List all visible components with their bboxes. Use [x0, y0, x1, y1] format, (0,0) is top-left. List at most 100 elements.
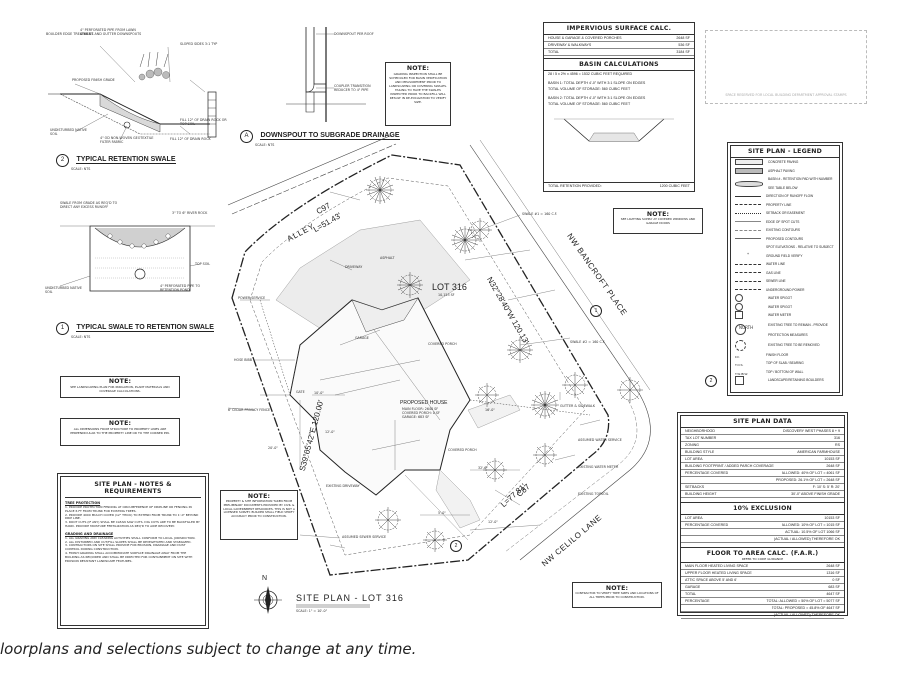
note-text: GRADING INSPECTION SHALL BE SCHEDULED FO…	[388, 72, 448, 104]
dim-label: 10'-0"	[314, 391, 324, 395]
swale-label-fabric: 4" OD NON-WOVEN GEOTEXTILE FILTER FABRIC	[100, 136, 154, 144]
swale2-label-grade: SWALE FROM GRADE AS REQ'D TO DIRECT ANY …	[60, 201, 118, 209]
swale-label-boulder: BOULDER EDGE TREATMENT	[46, 32, 94, 36]
hose-bibb-label: HOSE BIBB	[234, 358, 253, 362]
legend-item: LANDSCAPE/RETAINING BOULDERS	[731, 376, 839, 385]
approval-stamp-area: SPACE RESERVED FOR LOCAL BUILDING DEPART…	[705, 30, 867, 104]
note-text: CONTRACTOR TO VERIFY TREE SIZES AND LOCA…	[575, 591, 659, 599]
house-sub-label: MAIN FLOOR: 2648 SF	[402, 407, 439, 411]
downspout-label-roof: DOWNSPOUT PER ROOF	[334, 32, 374, 36]
survey-note: NOTE: PROPERTY & SITE INFORMATION TAKEN …	[220, 490, 298, 540]
retention-swale-drawing	[48, 45, 217, 141]
note-item: 3. CONTRACTORS ON SITE SHALL PROVIDE FOR…	[65, 543, 186, 552]
legend-item: T.O.S.TOP OF SLAB / BEARING	[735, 361, 804, 368]
north-bearing-label: N32°28'40"W 120.13'	[485, 275, 531, 346]
dim-label: 20'-0"	[268, 446, 278, 450]
house-sub-label: COVERED PORCH: 0 SF	[402, 411, 440, 415]
note-title: NOTE:	[108, 420, 132, 427]
legend-item: DIRECTION OF RUNOFF FLOW	[731, 192, 839, 201]
water-service-label: ASSUMED WATER SERVICE	[578, 438, 622, 442]
legend-item: EXISTING CONTOURS	[731, 226, 839, 235]
detail-title-text: TYPICAL SWALE TO RETENTION SWALE	[76, 324, 214, 332]
notes-requirements-panel: SITE PLAN - NOTES & REQUIREMENTS TREE PR…	[57, 473, 209, 629]
legend-item: BASIN # - RETENTION PAD WITH NUMBER SEE …	[731, 175, 839, 192]
site-data-title: SITE PLAN DATA	[681, 416, 844, 428]
c97-length-label: L=51.43'	[311, 210, 343, 235]
far-title: FLOOR TO AREA CALC. (F.A.R.)	[681, 547, 844, 557]
swale2-detail-title: 1 TYPICAL SWALE TO RETENTION SWALE SCALE…	[56, 316, 214, 339]
topsoil-label: EXISTING TOPSOIL	[578, 492, 609, 496]
legend-item: SETBACK OR EASEMENT	[731, 209, 839, 218]
tree-note: NOTE: CONTRACTOR TO VERIFY TREE SIZES AN…	[572, 582, 662, 608]
dim-label: 32'-6"	[478, 466, 488, 470]
south-bearing-label: S39°05'42"E 120.00'	[297, 399, 326, 472]
swale-label-fill-rock: FILL 12" OF DRAIN ROCK OR TOP SOIL	[180, 118, 227, 126]
note-item: 2. ALL DISTURBED AND CUT/FILL SLOPES SHA…	[65, 539, 192, 544]
notes-req-title: SITE PLAN - NOTES & REQUIREMENTS	[65, 479, 201, 498]
detail-title-text: TYPICAL RETENTION SWALE	[76, 156, 176, 164]
far-subtitle: REFER TO CODE GUIDANCE	[681, 557, 844, 563]
note-text: ALL DIMENSIONS FROM STRUCTURE TO PROPERT…	[70, 427, 170, 435]
exclusion-title: 10% EXCLUSION	[681, 502, 844, 515]
c97-label: C97	[314, 200, 332, 217]
lot-area-label: 10,153 SF	[438, 293, 455, 297]
dim-label: 12'-0"	[488, 520, 498, 524]
note-text: SEE LANDSCAPING PLAN FOR IRRIGATION, PLA…	[70, 385, 170, 393]
swale-label-pipe: 4" PERFORATED PIPE FROM LAWN SWALES AND …	[80, 28, 142, 36]
note-item: 1. ALL GRADING AND CLEARING ACTIVITIES S…	[65, 535, 196, 540]
swale2-label-rock: 3" TO 6" RIVER ROCK	[172, 211, 208, 215]
table-row: (ACTUAL / ALLOWED) THEREFORE OK	[681, 536, 844, 543]
plan-bubble: 1	[590, 305, 602, 317]
basin-row: BASIN 2: TOTAL DEPTH 4'-0" WITH 3:1 SLOP…	[548, 96, 646, 100]
basin-row: TOTAL VOLUME OF STORAGE: 560 CUBIC FEET	[548, 87, 631, 91]
dimension-note: NOTE: ALL DIMENSIONS FROM STRUCTURE TO P…	[60, 418, 180, 446]
swale-label-drain-rock: FILL 12" OF DRAIN ROCK	[170, 137, 211, 141]
downspout-detail: DOWNSPOUT PER ROOF COUPLER TRANSITION RE…	[286, 22, 386, 122]
note-item: 1. PROVIDE PROTECTION FENCING AT CIRCUMF…	[65, 505, 192, 513]
swale2-label-pipe: 4" PERFORATED PIPE TO RETENTION POND	[160, 284, 201, 292]
driveway-label: DRIVEWAY	[345, 265, 363, 269]
sheet-title: SITE PLAN - LOT 316	[296, 593, 404, 603]
legend-item: WATER LINE	[731, 260, 839, 269]
swale-label-grade: PROPOSED FINISH GRADE	[72, 78, 115, 82]
detail-bubble-1: 1	[56, 322, 69, 335]
legend-item: WATER SPIGOT	[731, 294, 839, 303]
legend-north-label: NORTH	[739, 325, 754, 330]
basin-row: BASIN 1: TOTAL DEPTH 4'-0" WITH 3:1 SLOP…	[548, 81, 646, 85]
legend-item: UNDERGROUND POWER	[731, 286, 839, 295]
note-text: SEE LIGHTING SUPPLY AT COVERED WINDOWS A…	[620, 217, 696, 225]
legend-item: GAS LINE	[731, 269, 839, 278]
retention-swale-detail: BOULDER EDGE TREATMENT 4" PERFORATED PIP…	[40, 22, 230, 162]
swale-to-retention-drawing	[59, 225, 215, 292]
legend-item: EDGE OF SPOT CUTS	[731, 218, 839, 227]
sewer-label: ASSUMED SEWER SERVICE	[342, 535, 387, 539]
dim-label: 5'-0"	[438, 511, 446, 515]
table-row: PROPOSED: 26.1% OF LOT = 2648 SF	[681, 477, 844, 484]
house-sub-label: GARAGE: 683 SF	[402, 415, 430, 419]
legend-item: WATER METER	[731, 311, 839, 320]
table-row: TOTAL: PROPOSED = 45.8% OF 4647 SF	[681, 605, 844, 612]
legend-item: SEWER LINE	[731, 277, 839, 286]
existing-driveway-label: EXISTING DRIVEWAY	[326, 484, 360, 488]
table-row: (ACTUAL / ALLOWED) THEREFORE OK	[681, 612, 844, 619]
lighting-note: NOTE: SEE LIGHTING SUPPLY AT COVERED WIN…	[613, 208, 703, 234]
note-title: NOTE:	[108, 378, 132, 385]
site-plan-legend: SITE PLAN - LEGEND CONCRETE PAVING ASPHA…	[727, 142, 843, 396]
dim-label: 16'-0"	[485, 408, 495, 412]
legend-item: +SPOT ELEVATIONS - RELATIVE TO SUBJECT G…	[746, 245, 834, 258]
swale2-label: SWALE #2 = 160 C.F.	[570, 340, 606, 344]
landscaping-note: NOTE: SEE LANDSCAPING PLAN FOR IRRIGATIO…	[60, 376, 180, 398]
